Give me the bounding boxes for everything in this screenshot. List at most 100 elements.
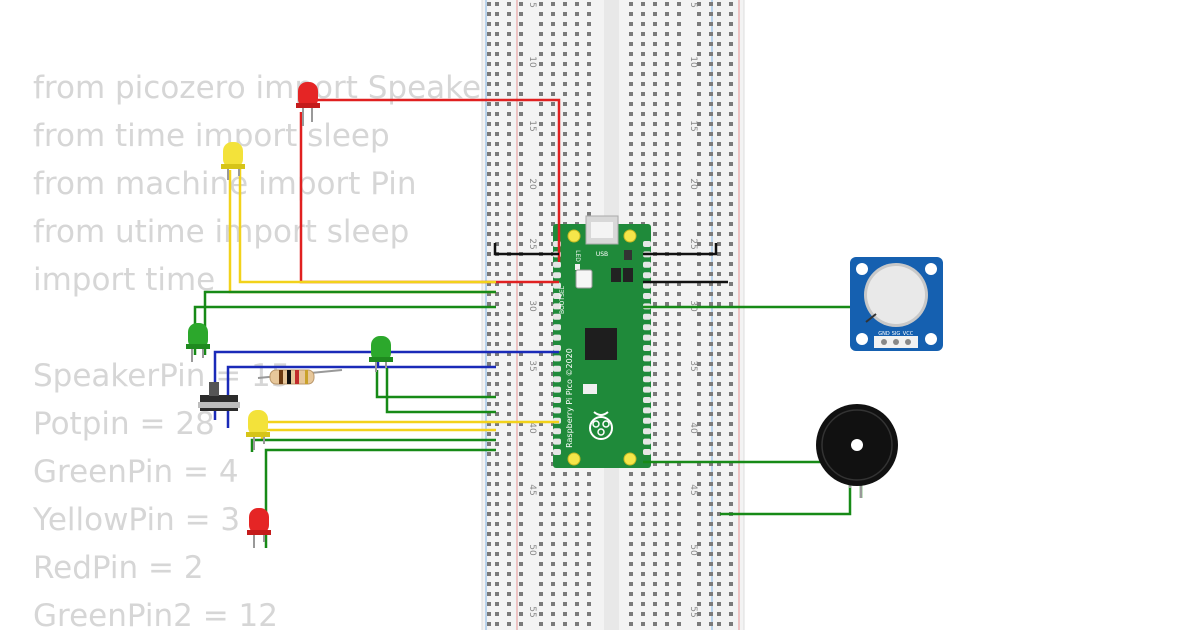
breadboard-hole bbox=[665, 42, 669, 46]
breadboard-hole bbox=[563, 522, 567, 526]
breadboard-hole bbox=[539, 322, 543, 326]
pico-header-pin bbox=[643, 365, 651, 372]
breadboard-hole bbox=[507, 312, 511, 316]
breadboard-hole bbox=[575, 12, 579, 16]
pico-header-pin bbox=[553, 261, 561, 268]
breadboard-hole bbox=[653, 222, 657, 226]
breadboard-hole bbox=[717, 182, 721, 186]
breadboard-hole bbox=[587, 172, 591, 176]
breadboard-hole bbox=[677, 582, 681, 586]
breadboard-hole bbox=[575, 592, 579, 596]
breadboard-hole bbox=[563, 512, 567, 516]
breadboard-hole bbox=[539, 72, 543, 76]
breadboard-hole bbox=[709, 482, 713, 486]
breadboard-hole bbox=[653, 582, 657, 586]
breadboard-hole bbox=[709, 202, 713, 206]
breadboard-hole bbox=[495, 532, 499, 536]
breadboard-hole bbox=[629, 492, 633, 496]
breadboard-hole bbox=[519, 222, 523, 226]
breadboard-hole bbox=[665, 82, 669, 86]
breadboard-hole bbox=[507, 232, 511, 236]
breadboard-hole bbox=[519, 292, 523, 296]
breadboard-hole bbox=[487, 492, 491, 496]
breadboard-hole bbox=[665, 452, 669, 456]
breadboard-hole bbox=[653, 2, 657, 6]
raspberry-logo-icon bbox=[589, 411, 613, 440]
breadboard-hole bbox=[487, 62, 491, 66]
breadboard-hole bbox=[677, 462, 681, 466]
breadboard-hole bbox=[665, 622, 669, 626]
breadboard-hole bbox=[587, 542, 591, 546]
breadboard-hole bbox=[539, 242, 543, 246]
breadboard-hole bbox=[729, 22, 733, 26]
breadboard-hole bbox=[551, 192, 555, 196]
row-number-left: 15 bbox=[527, 120, 537, 131]
breadboard-hole bbox=[495, 62, 499, 66]
breadboard-hole bbox=[729, 62, 733, 66]
breadboard-hole bbox=[551, 12, 555, 16]
breadboard-hole bbox=[519, 512, 523, 516]
breadboard-hole bbox=[653, 532, 657, 536]
breadboard-hole bbox=[717, 12, 721, 16]
breadboard-hole bbox=[717, 132, 721, 136]
black-wire-left bbox=[493, 243, 559, 256]
breadboard-hole bbox=[495, 302, 499, 306]
breadboard-hole bbox=[495, 342, 499, 346]
row-number-left: 40 bbox=[527, 422, 537, 434]
breadboard-hole bbox=[697, 62, 701, 66]
breadboard-hole bbox=[697, 132, 701, 136]
breadboard-hole bbox=[629, 62, 633, 66]
breadboard-hole bbox=[563, 562, 567, 566]
breadboard-hole bbox=[665, 442, 669, 446]
breadboard-hole bbox=[709, 142, 713, 146]
breadboard-hole bbox=[487, 192, 491, 196]
breadboard-hole bbox=[539, 32, 543, 36]
breadboard-hole bbox=[539, 602, 543, 606]
breadboard-hole bbox=[487, 432, 491, 436]
breadboard-hole bbox=[507, 602, 511, 606]
breadboard-hole bbox=[539, 162, 543, 166]
row-number-left: 25 bbox=[527, 238, 537, 249]
breadboard-hole bbox=[665, 502, 669, 506]
breadboard-hole bbox=[507, 402, 511, 406]
breadboard-hole bbox=[507, 382, 511, 386]
breadboard-hole bbox=[729, 582, 733, 586]
breadboard-hole bbox=[697, 82, 701, 86]
breadboard-hole bbox=[653, 302, 657, 306]
breadboard-hole bbox=[539, 562, 543, 566]
breadboard-hole bbox=[519, 172, 523, 176]
pico-header-pin bbox=[643, 438, 651, 445]
breadboard-hole bbox=[575, 112, 579, 116]
breadboard-hole bbox=[495, 122, 499, 126]
breadboard-hole bbox=[665, 512, 669, 516]
breadboard-hole bbox=[717, 482, 721, 486]
breadboard-hole bbox=[717, 312, 721, 316]
breadboard-hole bbox=[665, 352, 669, 356]
breadboard-hole bbox=[709, 122, 713, 126]
breadboard-hole bbox=[729, 322, 733, 326]
breadboard-hole bbox=[677, 222, 681, 226]
breadboard-hole bbox=[507, 322, 511, 326]
breadboard-hole bbox=[697, 192, 701, 196]
breadboard-hole bbox=[519, 202, 523, 206]
breadboard-hole bbox=[563, 122, 567, 126]
breadboard-hole bbox=[729, 542, 733, 546]
breadboard-hole bbox=[487, 572, 491, 576]
yellow-wire-led-top-return bbox=[228, 170, 496, 294]
slide-switch[interactable] bbox=[198, 382, 240, 411]
breadboard-hole bbox=[729, 612, 733, 616]
breadboard-hole bbox=[507, 472, 511, 476]
breadboard-hole bbox=[729, 432, 733, 436]
breadboard-hole bbox=[551, 152, 555, 156]
breadboard-hole bbox=[641, 212, 645, 216]
breadboard-hole bbox=[729, 422, 733, 426]
potentiometer[interactable]: GND SIG VCC bbox=[850, 257, 943, 351]
code-line-12: GreenPin2 = 12 bbox=[33, 598, 279, 634]
breadboard-hole bbox=[495, 242, 499, 246]
green-wire-buzzer-return bbox=[720, 478, 852, 516]
breadboard-hole bbox=[507, 2, 511, 6]
breadboard-hole bbox=[677, 622, 681, 626]
breadboard-hole bbox=[677, 472, 681, 476]
row-number-right: 55 bbox=[688, 606, 698, 617]
